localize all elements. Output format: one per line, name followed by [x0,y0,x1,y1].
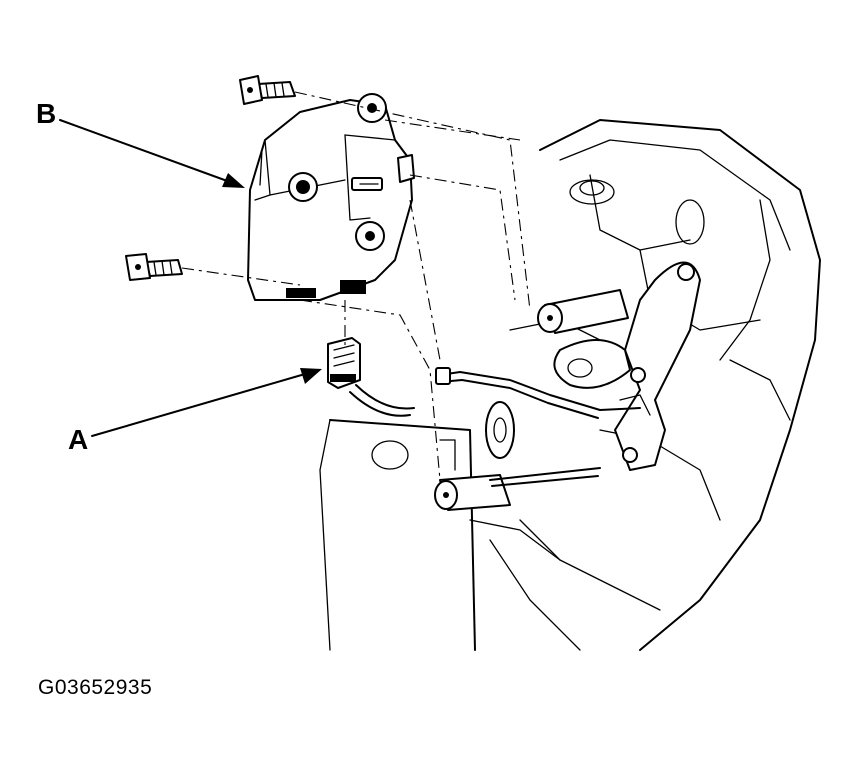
assembly-guide-lines [181,91,531,481]
lower-bolt [125,253,183,281]
pivot-pins [434,289,629,511]
callout-label-a: A [68,424,89,455]
callout-label-b: B [36,98,57,129]
linkage-arm [553,261,701,471]
actuator-b [247,93,415,301]
upper-bolt [239,75,296,105]
connector-a [327,337,361,389]
figure-id-caption: G03652935 [38,676,153,699]
callout-leader-b [59,119,245,188]
callout-leader-a [91,368,322,437]
wiring-harness [349,367,641,487]
